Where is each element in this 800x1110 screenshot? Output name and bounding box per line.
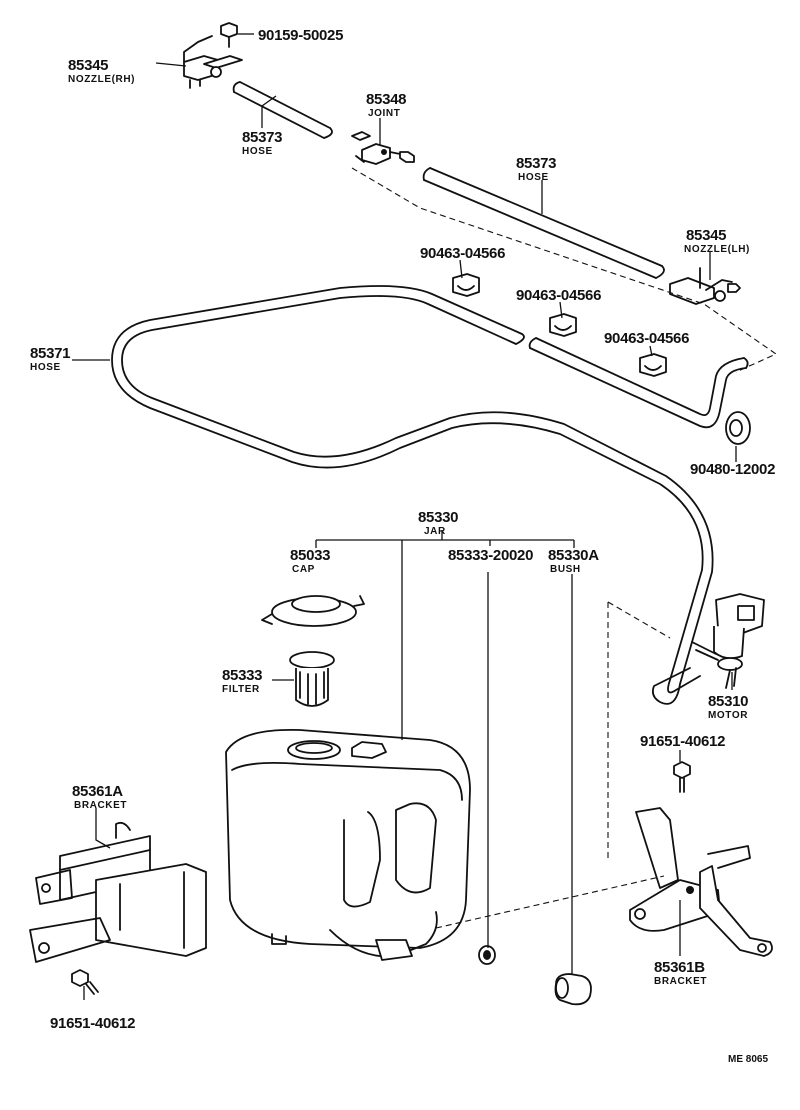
leader-bracket-a <box>95 808 111 849</box>
label-90159-number: 90159-50025 <box>258 27 343 44</box>
label-85333-name: FILTER <box>222 684 260 695</box>
clamp-90463-c-drawing <box>639 353 667 377</box>
leader-clamp-a <box>459 259 463 279</box>
label-85361a-number: 85361A <box>72 783 123 800</box>
label-91651-b-number: 91651-40612 <box>50 1015 135 1032</box>
nozzle-rh-drawing <box>183 35 243 89</box>
label-85033-name: CAP <box>292 564 315 575</box>
label-85333-number: 85333 <box>222 667 262 684</box>
label-90463-a-number: 90463-04566 <box>420 245 505 262</box>
leader-clamp-b <box>559 301 563 319</box>
bracket-85361a-drawing <box>29 821 207 963</box>
nozzle-lh-drawing <box>669 267 741 305</box>
label-85373-b-number: 85373 <box>516 155 556 172</box>
assembly-line-top <box>351 167 778 373</box>
label-85348-number: 85348 <box>366 91 406 108</box>
bolt-90159-drawing <box>220 22 254 48</box>
clamp-90463-b-drawing <box>549 313 577 337</box>
label-85033-number: 85033 <box>290 547 330 564</box>
label-85310-number: 85310 <box>708 693 748 710</box>
label-85348-name: JOINT <box>368 108 400 119</box>
jar-85330-drawing <box>225 728 471 961</box>
label-85345-rh-number: 85345 <box>68 57 108 74</box>
label-85361a-name: BRACKET <box>74 800 127 811</box>
bush-85330a-drawing <box>554 973 592 1006</box>
bolt-91651-right-drawing <box>673 761 691 793</box>
cap-85033-drawing <box>261 595 365 627</box>
hose-85371-drawing <box>111 285 749 705</box>
label-91651-a-number: 91651-40612 <box>640 733 725 750</box>
label-85373-a-name: HOSE <box>242 146 273 157</box>
label-85345-rh-name: NOZZLE(RH) <box>68 74 135 85</box>
label-90463-c-number: 90463-04566 <box>604 330 689 347</box>
assembly-line-motor <box>607 601 671 860</box>
label-85345-lh-name: NOZZLE(LH) <box>684 244 750 255</box>
label-85330-number: 85330 <box>418 509 458 526</box>
leader-nozzle-rh <box>155 62 187 67</box>
joint-85348-drawing <box>351 131 415 165</box>
reference-code: ME 8065 <box>728 1054 768 1065</box>
bolt-91651-left-drawing <box>71 969 99 995</box>
bracket-85361b-drawing <box>629 807 773 957</box>
label-85371-number: 85371 <box>30 345 70 362</box>
label-85373-b-name: HOSE <box>518 172 549 183</box>
hose-85373-left-drawing <box>232 81 333 139</box>
filter-85333-drawing <box>289 651 335 707</box>
grommet-90480-drawing <box>725 411 751 445</box>
label-85361b-name: BRACKET <box>654 976 707 987</box>
assembly-line-bracket-b <box>435 875 665 929</box>
label-85373-a-number: 85373 <box>242 129 282 146</box>
leader-jar-group <box>315 530 575 740</box>
label-85330a-name: BUSH <box>550 564 581 575</box>
motor-85310-drawing <box>691 593 765 689</box>
label-90463-b-number: 90463-04566 <box>516 287 601 304</box>
clamp-90463-a-drawing <box>452 273 480 297</box>
label-90480-number: 90480-12002 <box>690 461 775 478</box>
label-85330-name: JAR <box>424 526 446 537</box>
label-85345-lh-number: 85345 <box>686 227 726 244</box>
label-85310-name: MOTOR <box>708 710 748 721</box>
label-85333-20020-number: 85333-20020 <box>448 547 533 564</box>
label-85330a-number: 85330A <box>548 547 599 564</box>
label-85361b-number: 85361B <box>654 959 705 976</box>
hose-85373-right-drawing <box>422 167 665 279</box>
seal-85333-20020-drawing <box>478 945 496 965</box>
leader-hose-85373-left <box>261 95 277 128</box>
leader-clamp-c <box>649 345 653 357</box>
label-85371-name: HOSE <box>30 362 61 373</box>
